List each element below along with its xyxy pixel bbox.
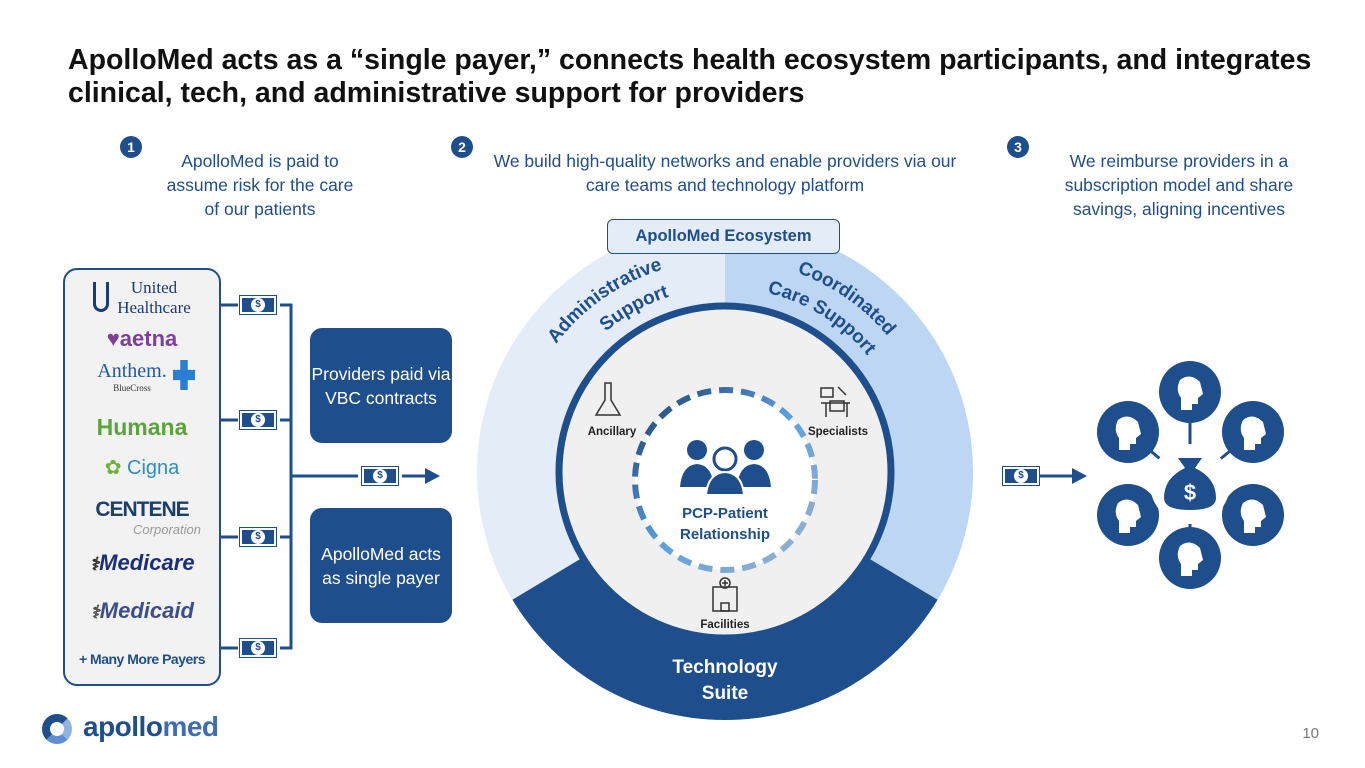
many-more-payers: + Many More Payers: [78, 651, 206, 667]
step-number-1: 1: [120, 136, 142, 158]
hhs-eagle-icon: ⚕: [90, 602, 100, 622]
centene-logo: CENTENE Corporation: [65, 498, 219, 537]
person-head-icon: [1097, 401, 1159, 463]
money-bill-icon: $: [1002, 466, 1040, 486]
hospital-icon: [712, 577, 738, 612]
hhs-eagle-icon: ⚕: [89, 554, 100, 574]
money-bag-icon: $: [1164, 458, 1216, 510]
step-number-2: 2: [451, 136, 473, 158]
apollomed-logo-text: apollomed: [83, 711, 219, 743]
dashed-ring: [632, 387, 818, 573]
payers-panel: United Healthcare ♥aetna Anthem. BlueCro…: [63, 268, 221, 686]
ancillary-label: Ancillary: [588, 426, 637, 438]
center-label-2: Relationship: [680, 526, 770, 543]
logo-text-b: med: [162, 711, 219, 742]
money-bill-icon: $: [239, 410, 277, 430]
unitedhealthcare-logo: United Healthcare: [65, 278, 219, 318]
facilities-label: Facilities: [700, 619, 749, 631]
person-head-icon: [1222, 484, 1284, 546]
ecosystem-label: ApolloMed Ecosystem: [607, 219, 840, 254]
anthem-sub: BlueCross: [113, 383, 151, 393]
aetna-text: aetna: [119, 326, 178, 351]
medicare-text: Medicare: [99, 550, 195, 575]
arrow-head: [425, 468, 440, 484]
money-bill-icon: $: [239, 295, 277, 315]
apollomed-logo-mark: [38, 712, 78, 750]
person-head-icon: [1097, 484, 1159, 546]
humana-logo: Humana: [96, 414, 188, 440]
centene-sub: Corporation: [133, 522, 201, 537]
person-head-icon: [1159, 527, 1221, 589]
arrow-head: [1072, 468, 1087, 484]
united-text-1: United: [130, 278, 178, 297]
specialist-equipment-icon: [820, 386, 850, 417]
money-bill-icon: $: [239, 527, 277, 547]
specialists-label: Specialists: [808, 426, 868, 438]
anthem-text: Anthem.: [97, 360, 167, 382]
dollar-sign: $: [373, 469, 387, 483]
money-bill-icon: $: [361, 466, 399, 486]
step-number-3: 3: [1007, 136, 1029, 158]
step-text-2: We build high-quality networks and enabl…: [493, 151, 957, 195]
single-payer-box: ApolloMed acts as single payer: [310, 508, 452, 623]
united-text-2: Healthcare: [117, 298, 191, 317]
medicaid-text: Medicaid: [99, 598, 194, 623]
dollar-sign: $: [1014, 469, 1028, 483]
dollar-sign: $: [1184, 480, 1196, 505]
dollar-sign: $: [251, 413, 265, 427]
medicare-logo: ⚕Medicare: [65, 550, 219, 577]
dollar-sign: $: [251, 298, 265, 312]
ecosystem-diagram: Administrative Support Coordinated Care …: [476, 224, 974, 721]
person-head-icon: [1222, 401, 1284, 463]
cigna-tree-icon: ✿: [104, 457, 122, 479]
medicaid-logo: ⚕Medicaid: [65, 598, 219, 625]
cigna-text: Cigna: [127, 457, 180, 479]
slide-title: ApolloMed acts as a “single payer,” conn…: [68, 44, 1312, 109]
doctors-icon: [680, 440, 771, 496]
cigna-logo: ✿ Cigna: [65, 456, 219, 480]
anthem-logo: Anthem. BlueCross: [65, 360, 219, 394]
step-text-3: We reimburse providers in a subscription…: [1064, 151, 1294, 219]
reimbursement-diagram: $: [1040, 361, 1284, 589]
dollar-sign: $: [251, 530, 265, 544]
united-shield-icon: [93, 282, 109, 312]
dollar-sign: $: [251, 641, 265, 655]
step-text-1: ApolloMed is paid to assume risk for the…: [166, 151, 354, 219]
providers-vbc-box: Providers paid via VBC contracts: [310, 328, 452, 443]
page-number: 10: [1302, 725, 1319, 742]
money-bill-icon: $: [239, 638, 277, 658]
logo-text-a: apollo: [83, 711, 163, 742]
tech-label-2: Suite: [702, 683, 748, 704]
tech-label-1: Technology: [672, 657, 778, 678]
payer-flow-connectors: [220, 303, 440, 650]
centene-text: CENTENE: [95, 498, 189, 521]
center-label-1: PCP-Patient: [682, 505, 768, 522]
person-head-icon: [1159, 361, 1221, 423]
aetna-logo: ♥aetna: [106, 326, 178, 351]
flask-icon: [594, 382, 622, 416]
